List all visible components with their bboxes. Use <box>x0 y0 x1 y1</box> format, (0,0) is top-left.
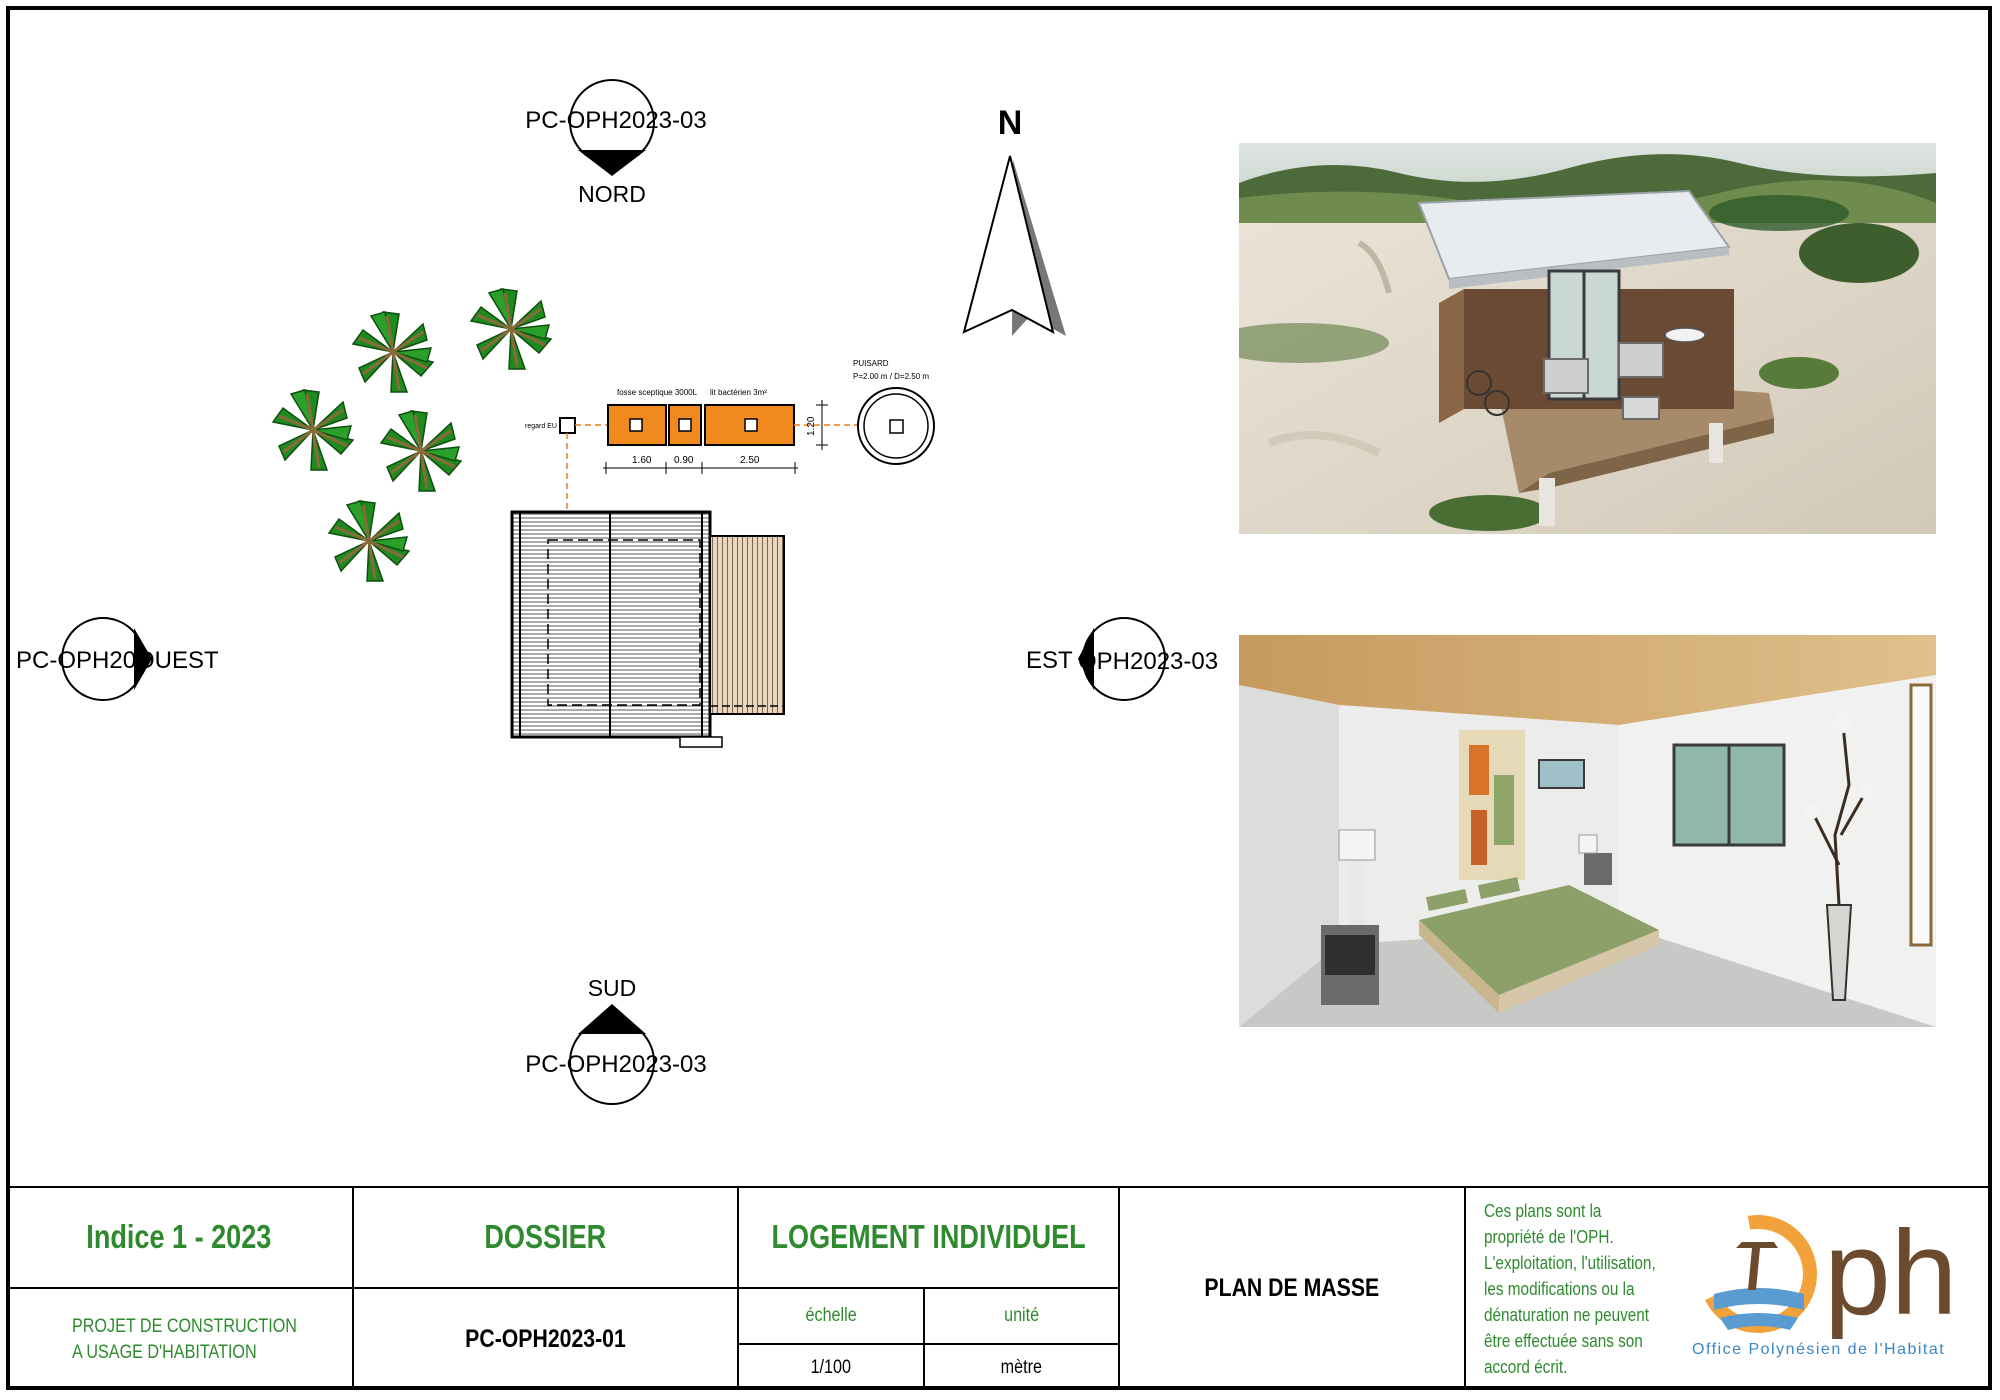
well-title: PUISARD <box>853 359 889 368</box>
palm-tree-icon <box>327 499 411 583</box>
palm-tree-icon <box>469 287 553 371</box>
unit-label-cell: unité <box>925 1289 1120 1345</box>
section-direction-east: EST <box>1026 647 1073 674</box>
dossier-code: PC-OPH2023-01 <box>465 1325 626 1353</box>
north-arrow-icon: N <box>962 104 1066 336</box>
section-marker-south: SUD PC-OPH2023-03 <box>525 975 707 1105</box>
dossier-code-cell: PC-OPH2023-01 <box>354 1289 739 1390</box>
palm-tree-icon <box>351 310 435 394</box>
palm-tree-icon <box>271 388 355 472</box>
dim-label: 1.60 <box>632 455 652 466</box>
type-text: LOGEMENT INDIVIDUEL <box>771 1217 1086 1255</box>
legal-notice: Ces plans sont la propriété de l'OPH. L'… <box>1484 1201 1656 1377</box>
dim-height-label: 1.20 <box>806 416 817 436</box>
unit-value: mètre <box>1000 1356 1043 1378</box>
dossier-title-cell: DOSSIER <box>354 1186 739 1289</box>
site-plan: N PC-OPH2023-03 NORD SUD PC-OPH2023-03 P… <box>16 79 1218 1105</box>
septic-label: fosse sceptique 3000L <box>617 388 698 397</box>
section-marker-west: PC-OPH20 OUEST <box>16 617 219 701</box>
indice-cell: Indice 1 - 2023 <box>6 1186 354 1289</box>
scale-value: 1/100 <box>810 1356 852 1378</box>
unit-value-cell: mètre <box>925 1345 1120 1390</box>
section-marker-north: PC-OPH2023-03 NORD <box>525 79 707 207</box>
section-code-north: PC-OPH2023-03 <box>525 107 706 134</box>
section-direction-north: NORD <box>578 181 646 207</box>
scale-label: échelle <box>805 1305 857 1326</box>
filter-label: lit bactérien 3m² <box>710 388 767 397</box>
plan-title: PLAN DE MASSE <box>1204 1273 1380 1302</box>
title-block: Indice 1 - 2023 PROJET DE CONSTRUCTION A… <box>6 1186 1992 1390</box>
house-footprint <box>510 510 785 748</box>
plan-title-cell: PLAN DE MASSE <box>1120 1186 1466 1390</box>
section-code-west: PC-OPH20 <box>16 647 136 674</box>
dossier-title: DOSSIER <box>484 1217 607 1255</box>
entry-step <box>679 736 723 748</box>
section-direction-south: SUD <box>588 975 637 1001</box>
legal-cell: Ces plans sont la propriété de l'OPH. L'… <box>1466 1186 1696 1390</box>
scale-value-cell: 1/100 <box>739 1345 925 1390</box>
unit-label: unité <box>1003 1305 1040 1326</box>
dim-label: 0.90 <box>674 455 694 466</box>
logo-caption: Office Polynésien de l'Habitat <box>1692 1341 1945 1358</box>
scale-label-cell: échelle <box>739 1289 925 1345</box>
exterior-render <box>1239 143 1936 534</box>
inspection-label: regard EU <box>525 423 557 430</box>
section-code-east: OPH2023-03 <box>1078 648 1218 675</box>
interior-render <box>1239 635 1936 1027</box>
section-code-south: PC-OPH2023-03 <box>525 1051 706 1078</box>
terrace-deck <box>709 535 785 715</box>
logo-cell: ph Office Polynésien de l'Habitat <box>1686 1186 1992 1390</box>
logo-text: ph <box>1824 1206 1957 1340</box>
oph-logo-icon: ph Office Polynésien de l'Habitat <box>1692 1206 1957 1358</box>
well-dims: P=2.00 m / D=2.50 m <box>853 372 929 381</box>
inspection-chamber <box>559 417 576 434</box>
indice-text: Indice 1 - 2023 <box>86 1217 272 1255</box>
palm-tree-icon <box>379 409 463 493</box>
north-letter: N <box>998 104 1023 142</box>
dim-label: 2.50 <box>740 455 760 466</box>
section-marker-east: EST OPH2023-03 <box>1026 617 1218 701</box>
project-text: PROJET DE CONSTRUCTION A USAGE D'HABITAT… <box>72 1315 297 1363</box>
sanitation-system: regard EU fosse sceptique 3000L lit bact… <box>525 359 935 512</box>
section-direction-west: OUEST <box>136 647 219 674</box>
project-cell: PROJET DE CONSTRUCTION A USAGE D'HABITAT… <box>6 1289 354 1390</box>
type-cell: LOGEMENT INDIVIDUEL <box>739 1186 1120 1289</box>
